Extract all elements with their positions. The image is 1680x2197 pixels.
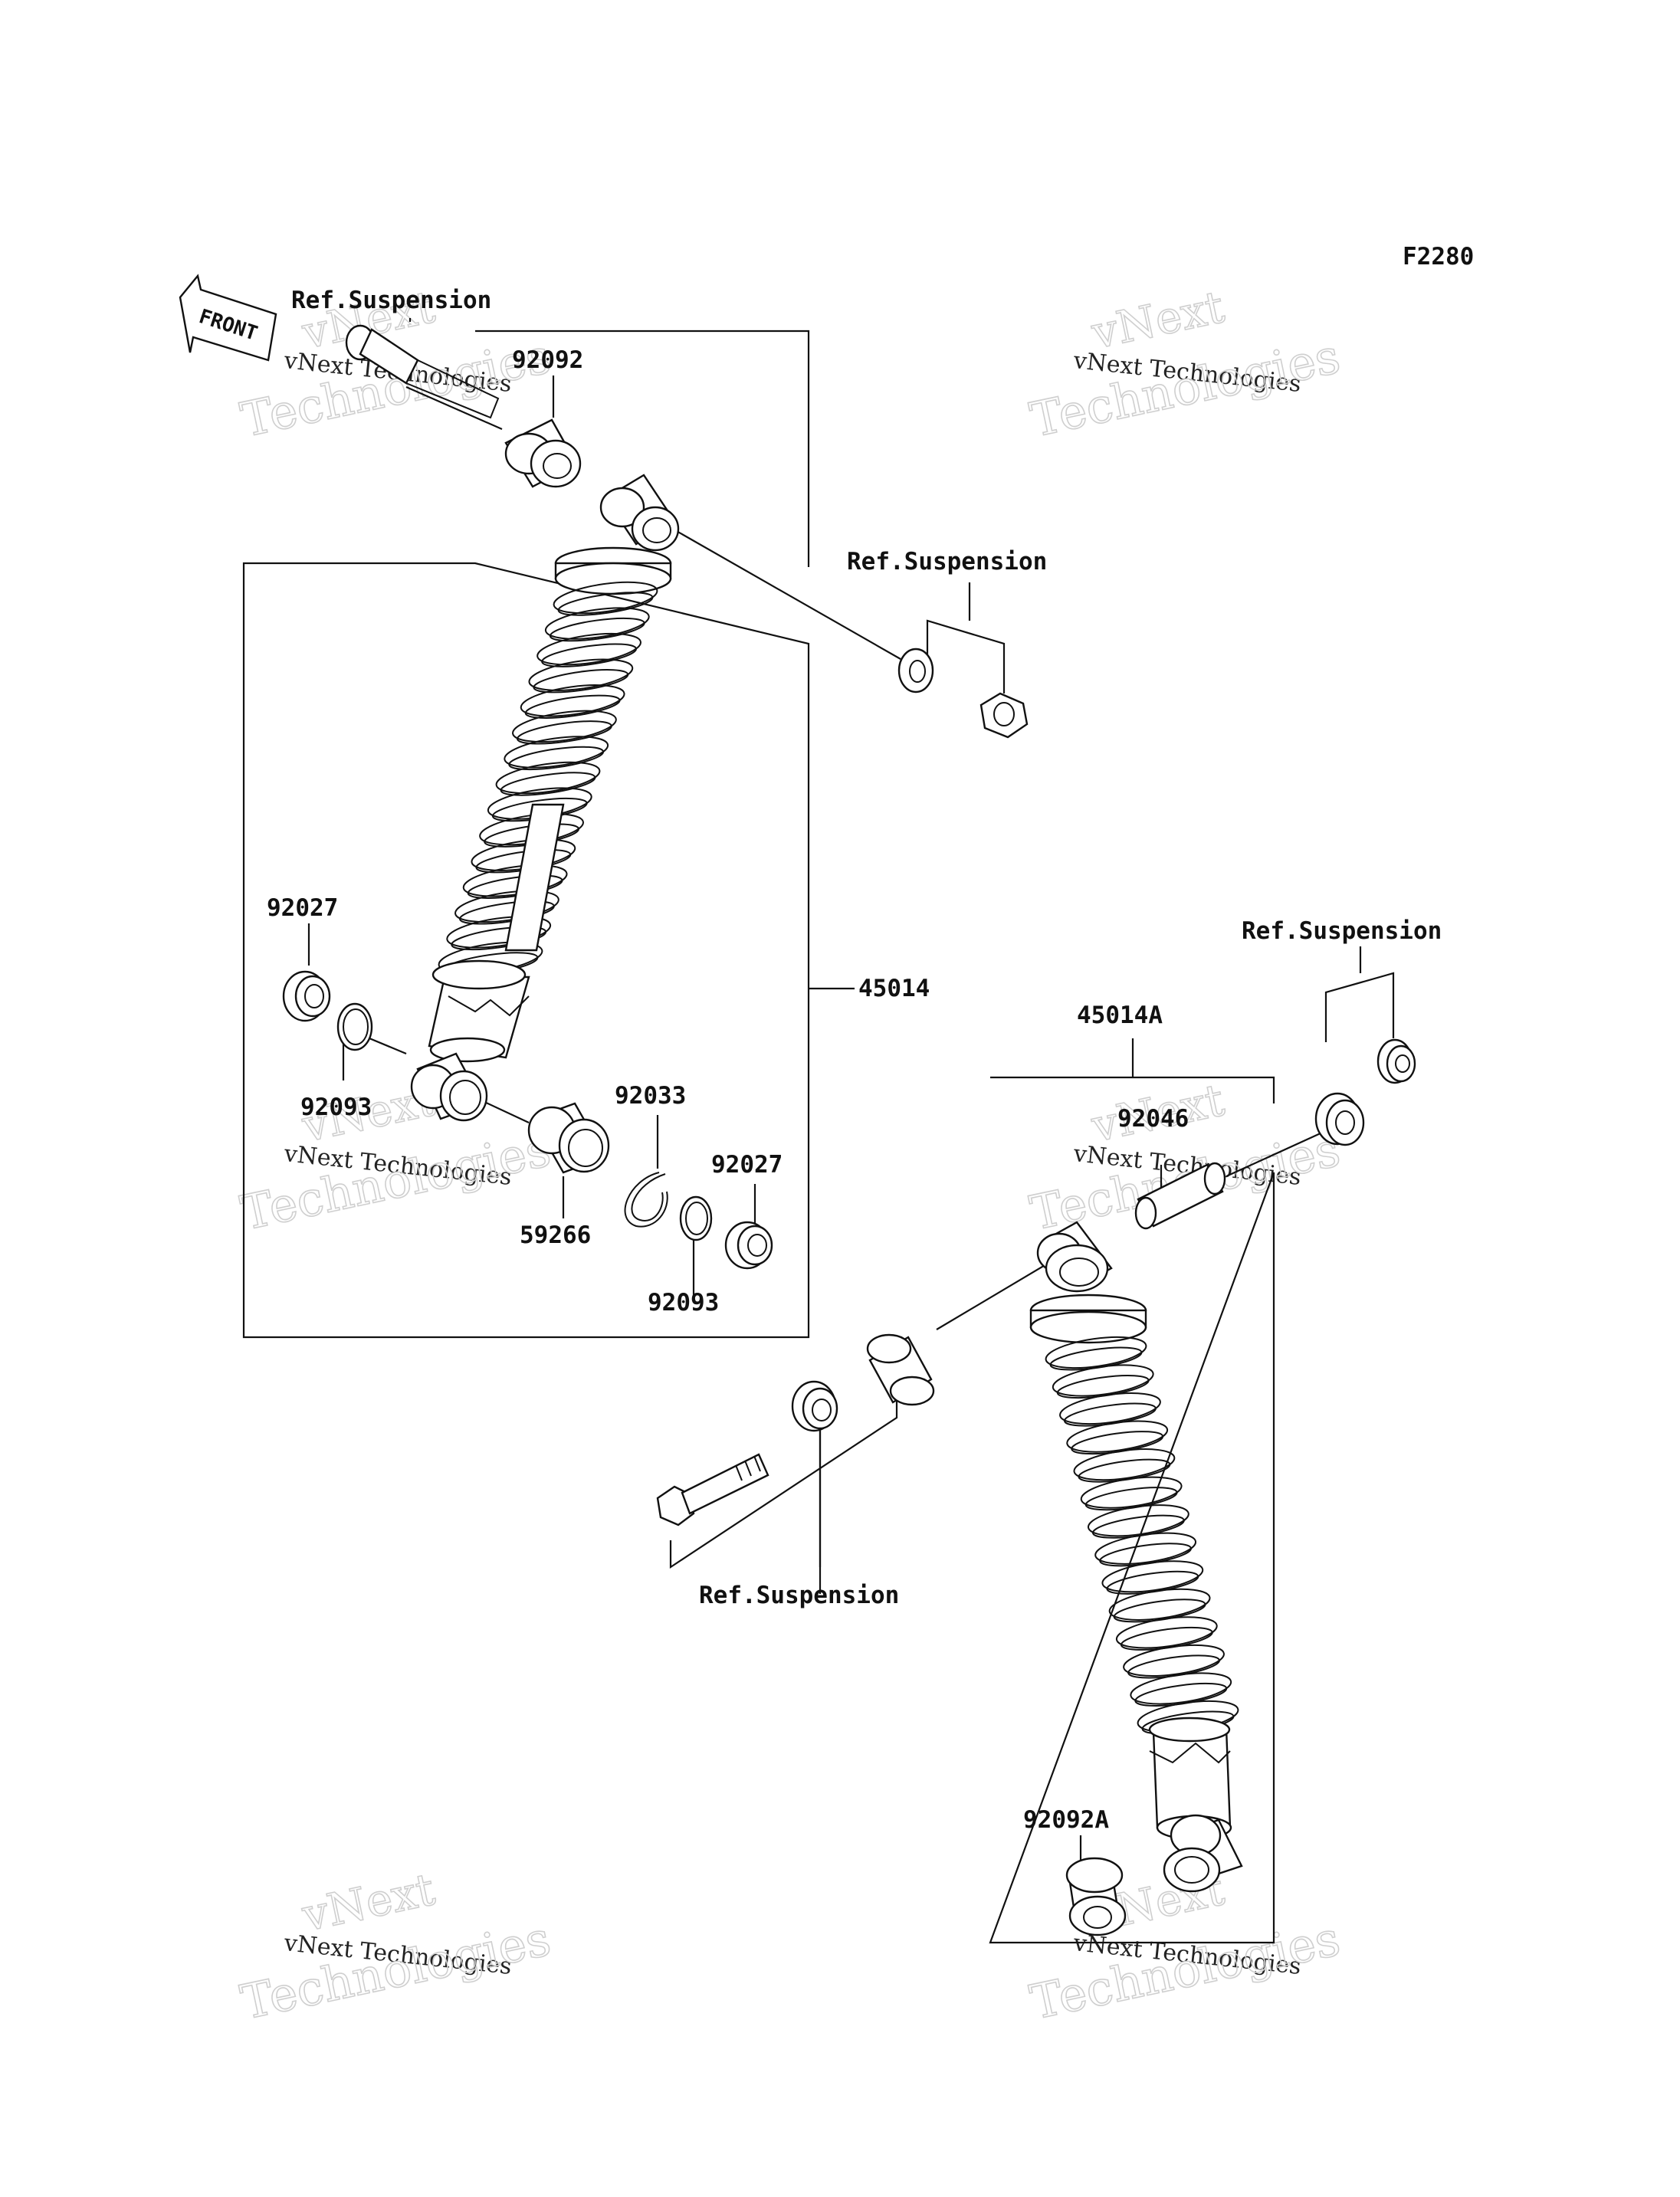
svg-text:vNext: vNext (297, 1863, 439, 1942)
spring-coil (1073, 1448, 1176, 1481)
spring-coil (1108, 1588, 1211, 1621)
spring-coil (1045, 1336, 1147, 1369)
spring-coil-inner (541, 643, 637, 667)
mounting-bolt-bottom (656, 1453, 769, 1526)
spring-coil (1052, 1364, 1154, 1397)
spring-coil-inner (459, 900, 555, 925)
collar-92092A (1065, 1857, 1127, 1936)
spring-coil (553, 581, 658, 615)
svg-text:Technologies: Technologies (1025, 1910, 1345, 2031)
label-92092A: 92092A (1023, 1806, 1109, 1834)
label-ref-bottom: Ref.Suspension (699, 1582, 899, 1609)
watermark-mid-right: vNext vNext Technologies Technologies (1025, 1073, 1345, 1241)
spring-coil-inner (508, 746, 605, 771)
spring-coil (536, 632, 641, 666)
spacer-bottom (866, 1333, 935, 1406)
label-92046: 92046 (1117, 1105, 1189, 1133)
circlip-92033 (624, 1172, 668, 1228)
watermark-bottom-left: vNext vNext Technologies Technologies (235, 1862, 556, 2031)
spring-coil (1123, 1644, 1225, 1677)
spring-coil (1059, 1392, 1161, 1425)
label-45014: 45014 (858, 975, 930, 1002)
spring-coil (520, 684, 625, 717)
bushing-92046 (1134, 1162, 1226, 1230)
spring-coil (544, 607, 650, 640)
collar-92092 (504, 418, 582, 488)
spring-coil-inner (500, 772, 596, 796)
washer-right-top (1314, 1092, 1365, 1146)
shock-absorber-45014A (1029, 1221, 1243, 1893)
spring-coil-inner (549, 617, 645, 642)
spring-coil (454, 890, 559, 923)
group-box-45014 (242, 330, 810, 1339)
spring-coil (1101, 1560, 1204, 1593)
washer-top (897, 648, 934, 694)
shock-absorber-45014 (410, 474, 680, 1122)
mounting-bolt-top (345, 324, 500, 419)
collar-59266 (527, 1102, 610, 1174)
spring-coil (1066, 1420, 1169, 1453)
label-ref-top-left: Ref.Suspension (291, 287, 491, 314)
svg-text:Technologies: Technologies (236, 1910, 556, 2031)
svg-text:Technologies: Technologies (236, 1121, 556, 1241)
spring-coil (1130, 1672, 1232, 1705)
label-92093-right: 92093 (648, 1289, 719, 1317)
label-92033: 92033 (615, 1082, 686, 1110)
figure-code: F2280 (1403, 243, 1474, 271)
front-arrow-icon: FRONT (179, 274, 277, 362)
washer-92093-left (336, 1002, 373, 1051)
spring-coil (1087, 1504, 1189, 1537)
watermark-mid-left: vNext vNext Technologies Technologies (235, 1073, 556, 1241)
nut-right-top (1376, 1038, 1416, 1084)
spring-coil-inner (533, 669, 629, 694)
label-45014A: 45014A (1077, 1002, 1163, 1029)
label-ref-right: Ref.Suspension (1242, 917, 1442, 945)
cap-92027-left (282, 970, 331, 1022)
spring-coil (1080, 1476, 1183, 1509)
svg-text:vNext: vNext (1087, 280, 1229, 359)
svg-text:Technologies: Technologies (1025, 328, 1345, 448)
spring-coil-inner (517, 720, 612, 745)
group-box-45014A (989, 1076, 1275, 1944)
spring-coil (512, 710, 617, 743)
spring-coil (446, 916, 552, 949)
spring-coil-inner (524, 694, 621, 719)
washer-bottom (791, 1380, 838, 1432)
spring-coil (1115, 1616, 1218, 1649)
spring-coil-inner (557, 592, 654, 616)
label-ref-top-mid: Ref.Suspension (847, 548, 1047, 575)
watermark-top-right: vNext vNext Technologies Technologies (1025, 280, 1345, 448)
spring-coil (495, 761, 601, 795)
label-92027-left: 92027 (267, 894, 338, 922)
label-59266: 59266 (520, 1221, 591, 1249)
spring-coil (528, 658, 634, 691)
washer-92093-right (679, 1195, 713, 1241)
nut-top (979, 692, 1029, 739)
spring-coil (1094, 1532, 1197, 1565)
spring-coil (504, 736, 609, 769)
label-92093-left: 92093 (300, 1094, 372, 1121)
label-92092: 92092 (512, 346, 583, 374)
label-92027-right: 92027 (711, 1151, 783, 1179)
cap-92027-right (724, 1221, 773, 1270)
spring-coil-inner (451, 926, 547, 951)
